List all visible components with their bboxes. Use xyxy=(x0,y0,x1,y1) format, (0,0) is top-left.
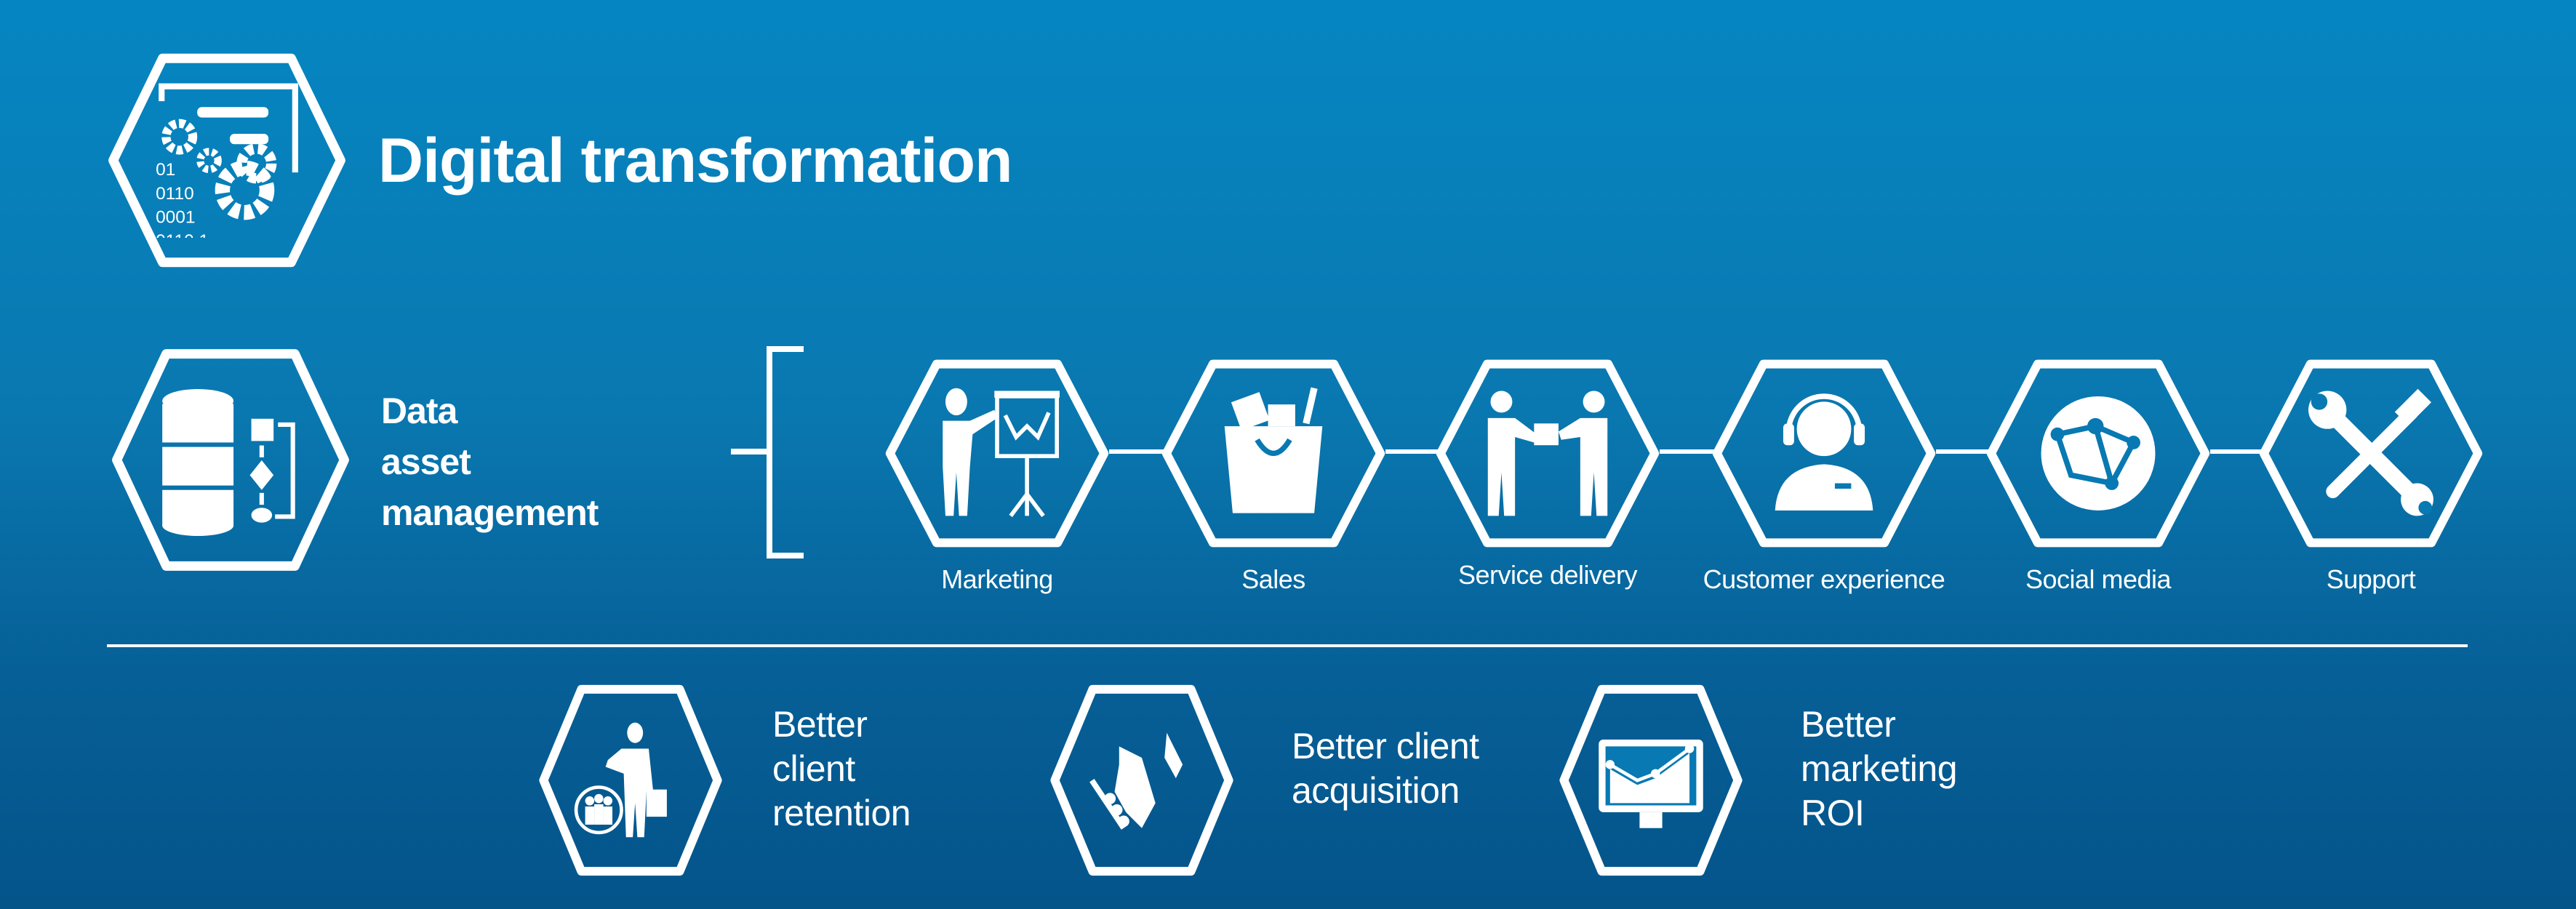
network-globe-icon xyxy=(2041,396,2156,510)
page-title: Digital transformation xyxy=(378,126,1013,196)
handshake-icon xyxy=(1089,732,1183,830)
svg-text:0110: 0110 xyxy=(156,184,194,204)
support-hexagon xyxy=(2255,356,2487,550)
marketing-roi-hexagon xyxy=(1556,681,1745,879)
sales-hexagon xyxy=(1157,356,1390,550)
label-line: marketing xyxy=(1801,748,1958,789)
database-flow-icon xyxy=(162,388,295,536)
label-line: Better xyxy=(1801,704,1896,745)
data-asset-management-label: Data asset management xyxy=(381,385,599,538)
bracket-connector xyxy=(731,346,804,558)
customer-experience-hexagon xyxy=(1708,356,1940,550)
area-connector xyxy=(1109,449,1164,454)
svg-text:0110 1: 0110 1 xyxy=(156,231,209,238)
area-label-social-media: Social media xyxy=(2025,564,2172,594)
headset-agent-icon xyxy=(1775,393,1873,510)
label-line: ROI xyxy=(1801,793,1865,833)
label-line: client xyxy=(772,748,855,789)
handover-icon xyxy=(1487,391,1608,516)
client-retention-hexagon xyxy=(536,681,725,879)
area-label-customer-experience: Customer experience xyxy=(1703,564,1945,594)
social-media-hexagon xyxy=(1982,356,2215,550)
area-label-marketing: Marketing xyxy=(941,564,1053,594)
label-line: Better client xyxy=(1292,726,1479,766)
shopping-bag-icon xyxy=(1224,387,1323,513)
area-connector xyxy=(1385,449,1440,454)
area-label-sales: Sales xyxy=(1241,564,1305,594)
label-line: Data xyxy=(381,391,457,431)
area-label-support: Support xyxy=(2326,564,2416,594)
marketing-hexagon xyxy=(881,356,1113,550)
data-asset-hexagon xyxy=(107,345,354,575)
digital-transformation-hexagon: 01 0110 0001 0110 1 xyxy=(103,49,351,271)
label-line: asset xyxy=(381,441,471,482)
svg-text:01: 01 xyxy=(156,160,175,180)
outcome-client-retention: Better client retention xyxy=(772,702,911,836)
label-line: Better xyxy=(772,704,868,745)
client-acquisition-hexagon xyxy=(1047,681,1236,879)
wrench-screwdriver-icon xyxy=(2308,388,2433,516)
label-line: retention xyxy=(772,793,911,833)
area-connector xyxy=(1660,449,1714,454)
area-connector xyxy=(1936,449,1991,454)
label-line: acquisition xyxy=(1292,770,1460,811)
svg-text:0001: 0001 xyxy=(156,207,195,227)
businessman-group-icon xyxy=(574,722,667,837)
monitor-chart-icon xyxy=(1599,739,1703,828)
outcome-marketing-roi: Better marketing ROI xyxy=(1801,702,1958,836)
area-connector xyxy=(2210,449,2265,454)
area-label-service-delivery: Service delivery xyxy=(1457,560,1638,590)
label-line: management xyxy=(381,492,599,533)
service-delivery-hexagon xyxy=(1431,356,1664,550)
outcome-client-acquisition: Better client acquisition xyxy=(1292,724,1479,813)
code-gears-icon: 01 0110 0001 0110 1 xyxy=(156,83,298,238)
divider xyxy=(107,644,2468,647)
presentation-icon xyxy=(943,388,1060,518)
